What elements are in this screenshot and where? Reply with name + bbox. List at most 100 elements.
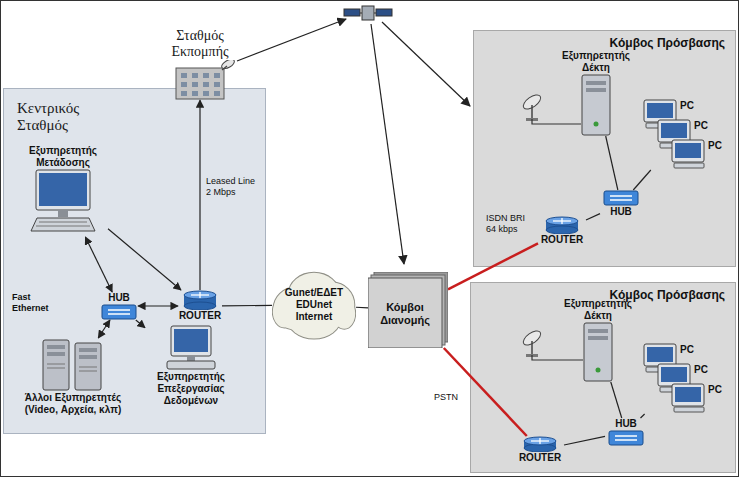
laptop-icon-part-part (39, 222, 87, 223)
downlink-arrow (382, 22, 470, 106)
panel-ground (4, 89, 266, 434)
tower-icon-part-part (582, 75, 610, 135)
router-icon-part (184, 291, 216, 310)
servers-icon-part-part (43, 340, 69, 390)
satellite-icon-part (344, 9, 360, 16)
node-label: Άλλοι Εξυπηρετητές (Video, Αρχεία, κλπ) (8, 392, 138, 416)
node-label: HUB (100, 292, 138, 304)
link-label: PSTN (434, 392, 466, 403)
router-icon-part-part (184, 291, 216, 299)
servers-icon-part-part (75, 343, 101, 390)
tower-icon (562, 322, 634, 382)
station-panel: Κεντρικός ΣταθμόςΕξυπηρετητής ΜετάδοσηςH… (3, 88, 265, 433)
pc1-icon-part (167, 326, 215, 369)
node-label: Εξυπηρετητής Μετάδοσης (18, 145, 108, 169)
hub-icon (600, 190, 642, 206)
node-label: Εξυπηρετητής Δέκτη (560, 50, 632, 74)
router-node: ROUTER (178, 290, 222, 322)
router-icon-part-part (546, 217, 578, 225)
server-node: Άλλοι Εξυπηρετητές (Video, Αρχεία, κλπ) (8, 338, 138, 416)
building-icon-part-part (214, 82, 220, 87)
servers-icon-part-part (47, 368, 65, 369)
node-label: ROUTER (178, 310, 222, 322)
pcs-shape-part-part (674, 407, 704, 412)
pcs-shape-part-part (675, 387, 701, 402)
servers-icon-part-part (79, 367, 97, 368)
dish-antenna-part (531, 105, 533, 118)
panel-ground (474, 31, 736, 267)
pcs-shape-part (644, 344, 704, 412)
node-label: Κόμβοι Διανομής (370, 301, 440, 327)
building-icon-part-part (203, 73, 209, 78)
tower-icon-part-part (596, 368, 601, 373)
link-line (640, 414, 644, 418)
servers-icon (8, 338, 138, 392)
pcs-shape-part-part (674, 163, 704, 168)
link-type-label: Fast Ethernet (12, 292, 64, 314)
stack-shape-part-part (368, 278, 442, 348)
building-icon-part-part (220, 60, 236, 71)
cloud-shape-part (273, 273, 355, 339)
building-icon-part (176, 60, 236, 99)
pcs-shape-part-part (647, 347, 673, 362)
servers-icon-part-part (79, 348, 97, 352)
servers-icon-part-part (47, 352, 65, 356)
satellite-icon-part (362, 6, 374, 20)
cloud-shape-part-part (273, 297, 297, 328)
node-label: HUB (600, 206, 642, 218)
router-icon-part (546, 217, 578, 234)
pc-label: PC (694, 120, 708, 132)
router-icon-part-part (199, 292, 200, 298)
hub-icon-part-part (108, 313, 130, 315)
pc-label: PC (680, 100, 694, 112)
building-icon (160, 60, 240, 100)
pcs-shape-part-part (661, 367, 687, 382)
tower-icon-part-part (586, 88, 606, 92)
edge-label-holder: Leased Line 2 Mbps (206, 176, 262, 198)
pcs-shape-part-part (644, 100, 676, 122)
pcs-shape-part-part (647, 103, 673, 118)
cloud-shape-part-part (273, 297, 297, 328)
pc-label: PC (694, 364, 708, 376)
router-icon-part-part (184, 302, 216, 310)
building-icon-part-part (203, 91, 209, 96)
pc-group: PCPCPC (640, 92, 730, 170)
distribution-box: Κόμβοι Διανομής (368, 272, 448, 348)
pc1-icon-part-part (187, 356, 195, 361)
laptop-icon (18, 169, 108, 237)
building-icon-part-part (181, 73, 187, 78)
cloud-shape-part-part (333, 298, 355, 329)
router-icon (538, 216, 586, 234)
hub-node: HUB (605, 418, 647, 446)
link-line (356, 307, 368, 309)
pc1-icon-part-part (174, 329, 208, 352)
building-icon-part-part (222, 66, 227, 70)
dish-antenna-part (531, 341, 533, 354)
router-icon-part-part (561, 218, 562, 224)
edge-label-holder: PSTN (434, 392, 466, 403)
router-icon (516, 436, 564, 452)
link-line (611, 382, 622, 418)
router-node: ROUTER (516, 436, 564, 464)
tower-icon (560, 74, 632, 136)
dish-antenna (521, 328, 543, 357)
hub-node: HUB (100, 292, 138, 320)
pcs-shape-part-part (661, 123, 687, 138)
link-line (564, 436, 605, 445)
building-icon-part-part (214, 73, 220, 78)
hub-icon-part (102, 305, 136, 319)
pcs-shape-part-part (675, 143, 701, 158)
router-icon (178, 290, 222, 310)
servers-icon-part-part (47, 345, 65, 349)
tower-icon-part-part (594, 122, 599, 127)
pcs-shape-part-part (672, 140, 704, 162)
network-cloud: Gunet/ΕΔΕΤ EDUnet Internet (272, 270, 356, 340)
router-node: ROUTER (538, 216, 586, 246)
stack-shape-part (368, 272, 448, 348)
dialup-link (448, 243, 538, 289)
link-line (98, 320, 110, 338)
node-label: Εξυπηρετητής Επεξεργασίας Δεδομένων (145, 371, 237, 407)
servers-icon-part-part (47, 364, 65, 365)
router-icon-part-part (546, 226, 578, 234)
